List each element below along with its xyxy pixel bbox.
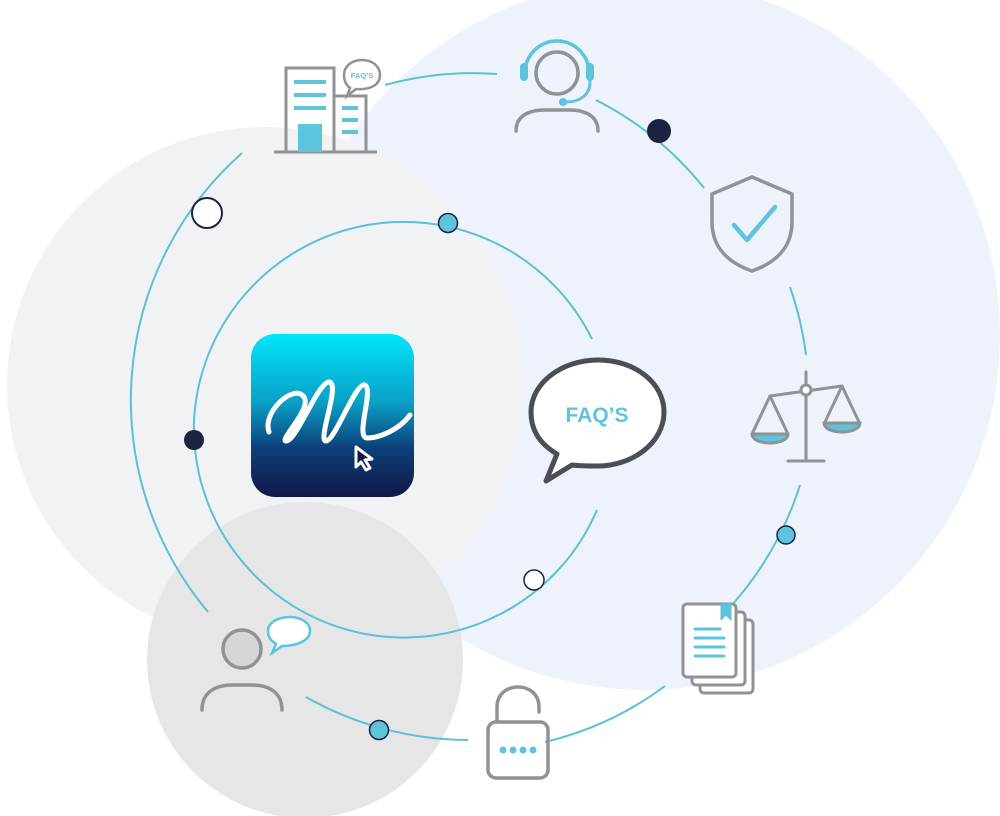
headset-support-agent-icon [514,39,600,133]
inner-node-dark-left [184,430,204,450]
inner-orbit-ring [192,220,598,639]
unlocked-padlock-icon [486,685,550,780]
user-chat-icon [200,615,312,712]
outer-node-cyan-right [776,525,796,545]
building-bubble-label: FAQ’S [351,71,374,80]
bottom-backdrop-circle [147,502,463,816]
balance-scale-icon [750,370,862,463]
outer-node-white [191,197,223,229]
document-stack-icon [681,602,755,695]
outer-node-cyan-bottom [368,719,390,741]
inner-node-cyan-top [437,212,459,234]
office-building-faq-icon: FAQ’S [274,58,382,154]
signature-app-logo [251,334,414,497]
outer-node-dark-top [647,119,671,143]
signature-stroke [265,379,413,444]
cursor-arrow-icon [354,445,374,472]
faq-speech-bubble-icon: FAQ’S [528,357,667,484]
shield-check-icon [710,175,794,273]
faq-bubble-label: FAQ’S [565,404,628,427]
inner-node-white-bottom [523,569,545,591]
